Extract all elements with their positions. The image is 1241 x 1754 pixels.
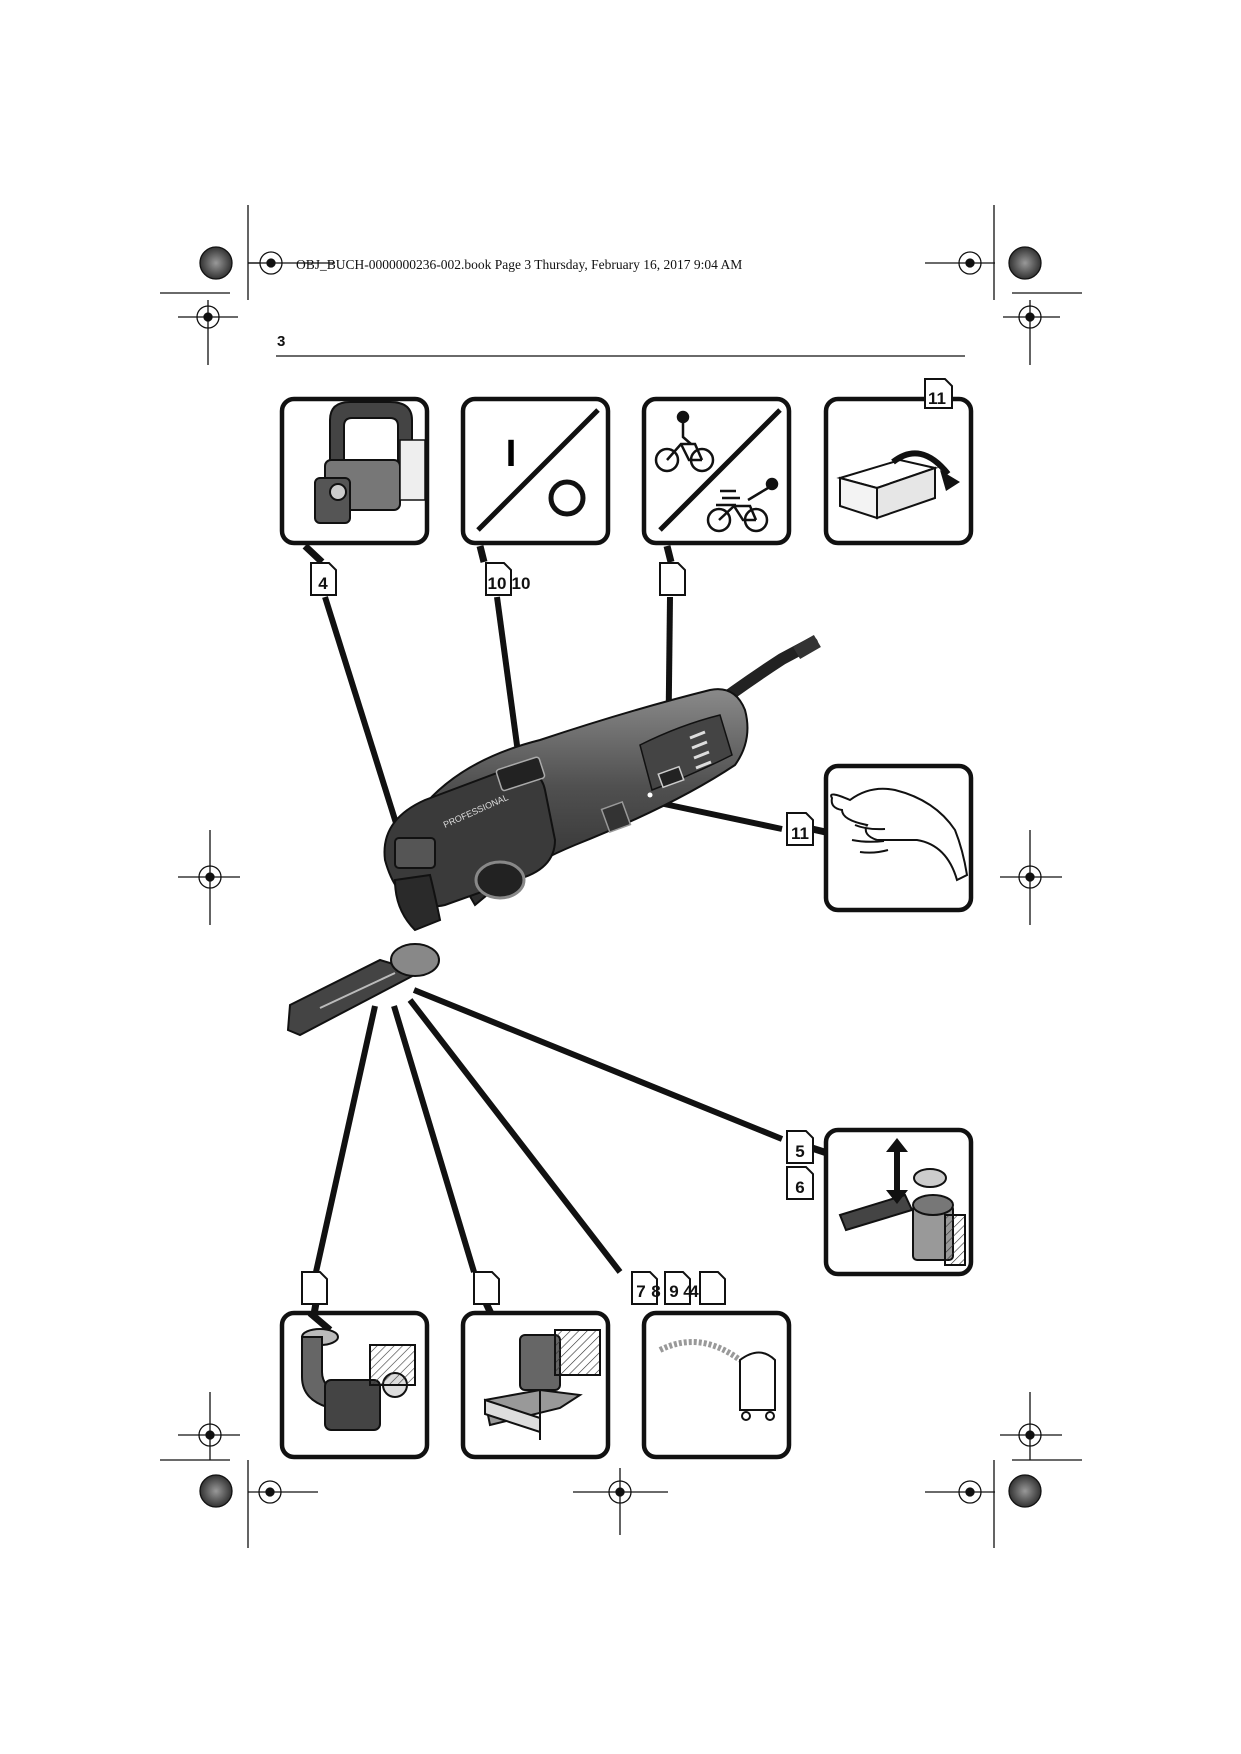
- crosshair-icon: [573, 1468, 668, 1535]
- ref-number: 4: [689, 1282, 699, 1301]
- crosshair-icon: [1000, 830, 1062, 925]
- crosshair-icon: [1003, 300, 1060, 365]
- ref-number: 5: [795, 1142, 804, 1161]
- crosshair-icon: [178, 830, 240, 925]
- ref-label-box: 11: [787, 813, 813, 845]
- ref-label-box: [302, 1272, 327, 1304]
- panel-handle: [282, 399, 427, 543]
- ref-label-box: 11: [925, 379, 952, 408]
- ref-number: 11: [791, 824, 809, 843]
- on-symbol: I: [506, 433, 517, 475]
- ref-label-box: 6: [787, 1167, 813, 1199]
- panel-blade-mount: [826, 1130, 971, 1274]
- leader-lines: [305, 546, 830, 1320]
- crosshair-icon: [248, 252, 335, 274]
- registration-disc-icon: [200, 247, 232, 279]
- panel-vacuum: [644, 1313, 789, 1457]
- panel-speed: [644, 399, 789, 543]
- ref-label-box: [474, 1272, 499, 1304]
- crosshair-icon: [925, 252, 995, 274]
- ref-number: 11: [928, 389, 946, 408]
- crosshair-icon: [178, 300, 238, 365]
- crosshair-icon: [1000, 1392, 1062, 1460]
- ref-number: 10: [512, 574, 531, 593]
- ref-label-box: 10 10: [486, 563, 530, 595]
- ref-number: 8: [651, 1282, 660, 1301]
- panel-cutting-guide: [463, 1313, 608, 1457]
- panel-on-off: I: [463, 399, 608, 543]
- crosshair-icon: [248, 1481, 318, 1503]
- ref-number: 7: [636, 1282, 645, 1301]
- ref-number: 4: [318, 574, 328, 593]
- ref-label-box: 5: [787, 1131, 813, 1163]
- crosshair-icon: [178, 1392, 240, 1460]
- registration-disc-icon: [1009, 247, 1041, 279]
- multitool-illustration: PROFESSIONAL: [288, 635, 821, 1035]
- panel-hand-grip: [826, 766, 971, 910]
- ref-number: 10: [488, 574, 507, 593]
- crosshair-icon: [925, 1481, 995, 1503]
- panel-packaging: [826, 399, 971, 543]
- panel-dust-adapter: [282, 1313, 427, 1457]
- ref-label-group: 7 8 9 4 4: [632, 1272, 725, 1304]
- ref-label-box: 4: [311, 563, 336, 595]
- ref-number: 9: [669, 1282, 678, 1301]
- ref-label-box: [660, 563, 685, 595]
- ref-number: 6: [795, 1178, 804, 1197]
- registration-disc-icon: [1009, 1475, 1041, 1507]
- registration-disc-icon: [200, 1475, 232, 1507]
